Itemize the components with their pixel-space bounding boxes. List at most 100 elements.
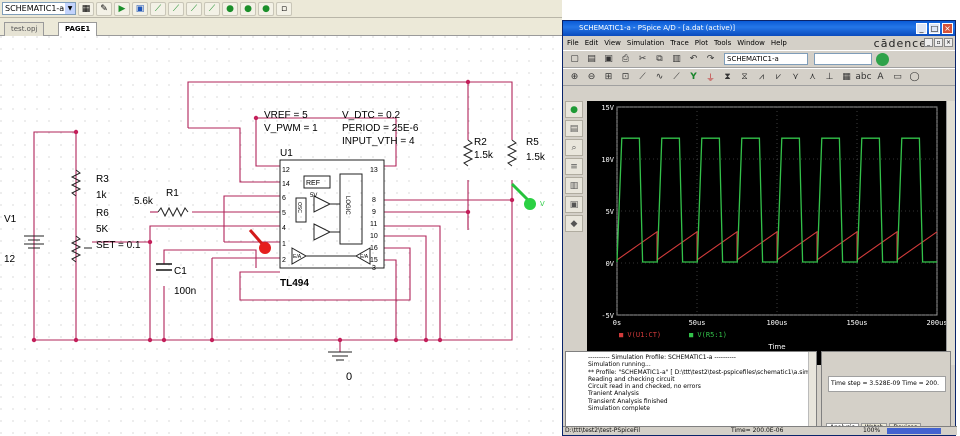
zoom-fit-icon[interactable]: ⊡ [621, 72, 630, 82]
legend-ct: ■ V(U1:CT) [619, 331, 661, 339]
cursor-peak-icon[interactable]: ⧖ [741, 72, 748, 82]
cursor-icon[interactable]: ⧗ [724, 72, 731, 82]
voltage-probe-green[interactable] [510, 182, 536, 210]
log-x-icon[interactable]: ⟋ [639, 72, 646, 82]
secondary-select[interactable] [814, 53, 872, 65]
u1-label: U1 [280, 148, 293, 159]
bias-v-icon[interactable]: ● [222, 1, 238, 16]
doc-close-icon[interactable]: × [944, 38, 953, 47]
menu-trace[interactable]: Trace [670, 39, 689, 47]
cursor-trough-icon[interactable]: ⩘ [758, 72, 765, 82]
zoom-area-icon[interactable]: ⊞ [604, 72, 613, 82]
label-icon[interactable]: ▦ [842, 72, 851, 82]
param-vpwm: V_PWM = 1 [264, 123, 318, 134]
zoom-in-icon[interactable]: ⊕ [570, 72, 579, 82]
bias-w-icon[interactable]: ● [258, 1, 274, 16]
ic-5v: 5V [310, 193, 317, 199]
resistor-symbols [24, 139, 518, 361]
pin-13: 13 [370, 167, 378, 174]
param-vdtc: V_DTC = 0.2 [342, 110, 401, 121]
netlist-icon[interactable]: ≡ [565, 158, 583, 175]
doc-restore-icon[interactable]: ▫ [934, 38, 943, 47]
simulation-status-icon[interactable]: ● [565, 101, 583, 118]
add-y-axis-icon[interactable]: ⏚ [705, 73, 715, 84]
schematic-canvas[interactable]: VREF = 5 V_PWM = 1 V_DTC = 0.2 PERIOD = … [0, 36, 562, 436]
paste-icon[interactable]: ▥ [672, 54, 681, 64]
bias-i-icon[interactable]: ● [240, 1, 256, 16]
edit-simulation-icon[interactable]: ✎ [96, 1, 112, 16]
output-file-icon[interactable]: ▤ [565, 120, 583, 137]
performance-icon[interactable]: ⟋ [673, 72, 680, 82]
menu-file[interactable]: File [567, 39, 579, 47]
status-percent: 100% [863, 427, 881, 434]
y-tick-label: 10V [601, 156, 614, 164]
current-marker-icon[interactable]: ⟋ [168, 1, 184, 16]
schematic-editor: SCHEMATIC1-a ▼ ▦ ✎ ▶ ▣ ⟋ ⟋ ⟋ ⟋ ● ● ● ▫ t… [0, 0, 562, 436]
run-icon[interactable]: ▶ [114, 1, 130, 16]
markers-icon[interactable]: ◆ [565, 215, 583, 232]
pin-12: 12 [282, 167, 290, 174]
diff-marker-icon[interactable]: ⟋ [204, 1, 220, 16]
menu-help[interactable]: Help [770, 39, 787, 47]
r6-label: R6 [96, 208, 109, 219]
cursor-point-icon[interactable]: ⊥ [825, 72, 834, 82]
cut-icon[interactable]: ✂ [638, 54, 647, 64]
new-icon[interactable]: ▢ [570, 54, 579, 64]
tab-project[interactable]: test.opj [4, 22, 45, 36]
extra-icon[interactable]: ▫ [276, 1, 292, 16]
voltage-marker-icon[interactable]: ⟋ [150, 1, 166, 16]
menu-edit[interactable]: Edit [584, 39, 599, 47]
fourier-icon[interactable]: ∿ [655, 72, 664, 82]
menu-tools[interactable]: Tools [713, 39, 732, 47]
minimize-icon[interactable]: _ [916, 23, 927, 34]
schematic-select[interactable]: SCHEMATIC1-a ▼ [2, 2, 76, 15]
status-time: Time= 200.0E-06 [731, 427, 784, 434]
power-marker-icon[interactable]: ⟋ [186, 1, 202, 16]
redo-icon[interactable]: ↷ [706, 54, 715, 64]
mark-label-icon[interactable]: abc [855, 72, 872, 82]
open-icon[interactable]: ▤ [587, 54, 596, 64]
zoom-out-icon[interactable]: ⊖ [587, 72, 596, 82]
tab-page1[interactable]: PAGE1 [58, 22, 98, 36]
vertical-scrollbar[interactable] [946, 101, 955, 365]
v1-label: V1 [4, 214, 17, 225]
msg-line: Reading and checking circuit [588, 375, 675, 383]
status-bar: D:\ttt\test2\test-PSpiceFil Time= 200.0E… [563, 426, 957, 435]
copy-icon[interactable]: ⧉ [656, 54, 663, 64]
status-path: D:\ttt\test2\test-PSpiceFil [565, 427, 641, 434]
view-results-icon[interactable]: ▣ [132, 1, 148, 16]
pin-11: 11 [370, 221, 377, 228]
save-icon[interactable]: ▣ [604, 54, 613, 64]
ellipse-icon[interactable]: ◯ [909, 72, 920, 82]
box-icon[interactable]: ▭ [893, 72, 902, 82]
menu-simulation[interactable]: Simulation [626, 39, 665, 47]
cursor-max-icon[interactable]: ⋏ [809, 72, 816, 82]
doc-minimize-icon[interactable]: _ [924, 38, 933, 47]
param-period: PERIOD = 25E-6 [342, 123, 419, 134]
add-trace-icon[interactable]: Y [690, 72, 697, 82]
undo-icon[interactable]: ↶ [689, 54, 698, 64]
chevron-down-icon: ▼ [65, 3, 75, 14]
pin-5: 5 [282, 210, 286, 217]
simulation-profile-select[interactable]: SCHEMATIC1-a [724, 53, 808, 65]
voltage-probe-red[interactable] [248, 229, 271, 254]
output-scrollbar[interactable] [808, 352, 816, 434]
maximize-icon[interactable]: □ [929, 23, 940, 34]
close-icon[interactable]: × [942, 23, 953, 34]
cursor-min-icon[interactable]: ⋎ [792, 72, 799, 82]
time-step-readout: Time step = 3.528E-09 Time = 200. [828, 376, 946, 392]
probe-icon[interactable]: ⌕ [565, 139, 583, 156]
menu-plot[interactable]: Plot [694, 39, 708, 47]
cursor-slope-icon[interactable]: ⩗ [775, 72, 782, 82]
pspice-toolbar-1: ▢ ▤ ▣ ⎙ ✂ ⧉ ▥ ↶ ↷ SCHEMATIC1-a [563, 50, 955, 68]
text-icon[interactable]: A [877, 72, 884, 82]
run-icon[interactable] [876, 52, 889, 66]
plot-settings-icon[interactable]: ▣ [565, 196, 583, 213]
print-icon[interactable]: ⎙ [621, 54, 630, 64]
library-icon[interactable]: ▥ [565, 177, 583, 194]
new-simulation-icon[interactable]: ▦ [78, 1, 94, 16]
menu-window[interactable]: Window [737, 39, 765, 47]
y-tick-label: 15V [601, 104, 614, 112]
menu-view[interactable]: View [604, 39, 621, 47]
